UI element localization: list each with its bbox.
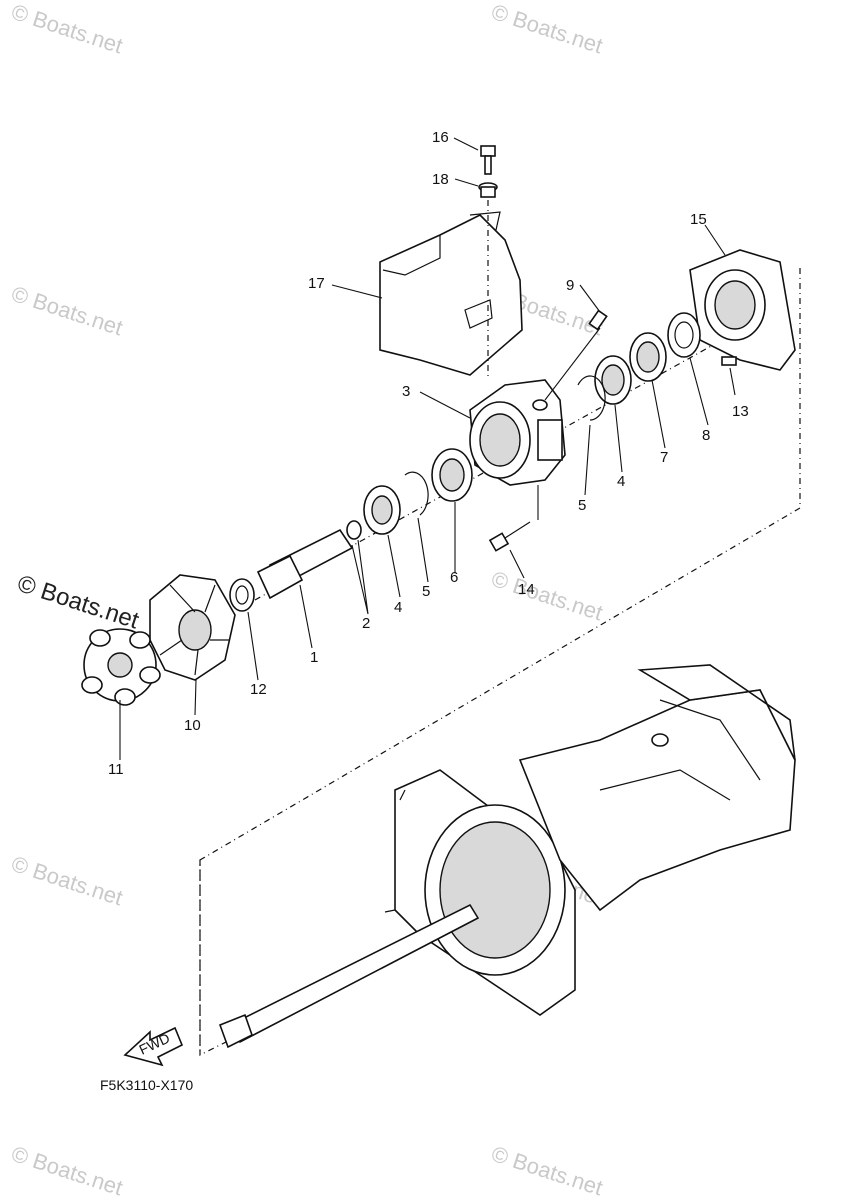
callout-labels: 16 18 17 9 15 3 13 8 7 4 5 6 5 14 4 2 1 … [108,129,749,778]
part-4-bearing-upper [594,355,632,405]
watermark: © Boats.net [8,851,125,910]
callout-13: 14 [518,581,535,598]
watermarks: © Boats.net © Boats.net © Boats.net © Bo… [8,0,605,1200]
diagram-code: F5K3110-X170 [100,1077,193,1093]
part-13-bolt [488,521,531,552]
part-7-bearing [629,332,667,382]
callout-11: 12 [250,681,267,698]
callout-8: 8 [702,427,710,444]
callout-3: 3 [402,383,410,400]
fwd-arrow-icon: FWD [123,1026,184,1067]
part-18-washer [478,182,498,198]
part-10-coupler [149,574,236,681]
callout-2: 2 [362,615,370,632]
part-12-pin [721,356,737,366]
part-5-snap-ring-upper [577,375,606,421]
part-2-o-rings [346,520,362,540]
part-17-damper [81,628,161,706]
part-16-cover [379,211,523,376]
part-4-seal-lower [363,485,401,535]
part-6-bearing [431,448,473,502]
watermark: © Boats.net [8,0,125,58]
watermark: © Boats.net [488,1141,605,1200]
callout-10: 10 [184,717,201,734]
watermark: © Boats.net [8,1141,125,1200]
callout-7: 7 [660,449,668,466]
callout-4: 4 [617,473,625,490]
part-11-collar [229,578,255,612]
part-8-seal [667,312,701,358]
callout-4: 4 [394,599,402,616]
callout-5: 5 [422,583,430,600]
callout-9: 9 [566,277,574,294]
callout-17: 11 [108,761,124,778]
part-5-snap-ring-lower [404,471,429,516]
part-3-housing [469,379,566,486]
part-1-shaft [256,528,354,600]
callout-15: 16 [432,129,449,146]
part-15-bolt [480,145,496,175]
callout-1: 1 [310,649,318,666]
callout-14: 15 [690,211,707,228]
callout-16: 17 [308,275,325,292]
callout-18: 18 [432,171,449,188]
part-14-plate [689,249,796,371]
callout-12: 13 [732,403,749,420]
watermark: © Boats.net [8,281,125,340]
part-9-grease-nipple [588,309,608,331]
watermark: © Boats.net [488,0,605,58]
watermark: © Boats.net [488,566,605,625]
callout-6: 6 [450,569,458,586]
watermark-dark: © Boats.net [14,570,142,635]
callout-5: 5 [578,497,586,514]
assembly-outline [199,268,801,1056]
jet-pump-assembly [218,664,796,1049]
leader-lines [119,137,736,760]
